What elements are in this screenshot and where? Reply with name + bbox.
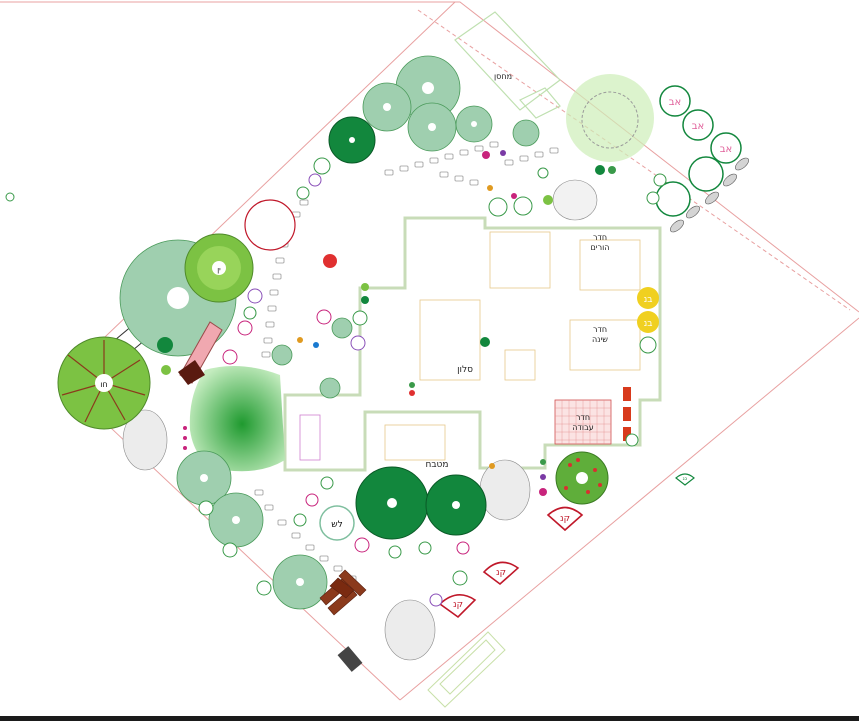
av-label-2: אב — [692, 121, 704, 132]
small-plants — [5, 157, 667, 607]
ban-label-1: בנ — [644, 295, 653, 305]
lime-tree-yn — [184, 233, 254, 303]
av-label-1: אב — [669, 97, 681, 108]
parents-room-label-2: הורים — [590, 243, 609, 252]
bench — [178, 321, 223, 385]
kan-label-2: קנ — [496, 568, 506, 578]
storage-label: מחסן — [494, 72, 512, 81]
tree-label-lsh: לש — [331, 520, 343, 530]
parking-car — [427, 631, 506, 708]
lawn-area — [189, 366, 285, 472]
dark-tree-trunks — [349, 137, 460, 509]
storage-building — [454, 11, 561, 119]
window-bottom-edge — [0, 716, 859, 721]
bedroom-label-2: שינה — [592, 335, 608, 344]
kan-symbols — [438, 506, 584, 619]
av-label-3: אב — [720, 144, 732, 155]
kitchen-label: מטבח — [425, 460, 448, 470]
raised-beds — [319, 569, 367, 616]
kan-label-1: קנ — [560, 514, 570, 524]
pergola-vine — [566, 74, 654, 162]
red-planters — [623, 387, 631, 441]
tree-trunks — [167, 82, 477, 586]
tree-label-yn: ין — [217, 266, 221, 274]
work-room-label-2: עבודה — [572, 423, 593, 432]
av-trees — [655, 85, 742, 217]
bedroom-label-1: חדר — [593, 325, 607, 334]
parents-room-label-1: חדר — [593, 233, 607, 242]
kn-label: כנ — [683, 476, 688, 482]
ban-label-2: בנ — [644, 319, 653, 329]
work-room-grid — [554, 399, 612, 445]
red-accent — [323, 254, 337, 268]
flower-dots — [157, 150, 616, 496]
ban-markers — [637, 287, 659, 333]
lime-tree-khu — [57, 336, 151, 430]
grill — [337, 646, 363, 672]
house-footprint — [283, 216, 662, 472]
red-outline-tree — [244, 199, 296, 251]
stepping-stone-path — [254, 141, 559, 582]
kan-label-3: קנ — [453, 600, 463, 610]
kn-symbol — [675, 473, 695, 486]
gravel-patches — [122, 179, 598, 661]
work-room-label-1: חדר — [576, 413, 590, 422]
tree-lsh — [319, 505, 355, 541]
border-stones — [670, 157, 749, 233]
fruit-tree — [555, 451, 609, 505]
living-room-label: סלון — [457, 365, 473, 375]
tree-label-khu: חו — [100, 380, 107, 389]
